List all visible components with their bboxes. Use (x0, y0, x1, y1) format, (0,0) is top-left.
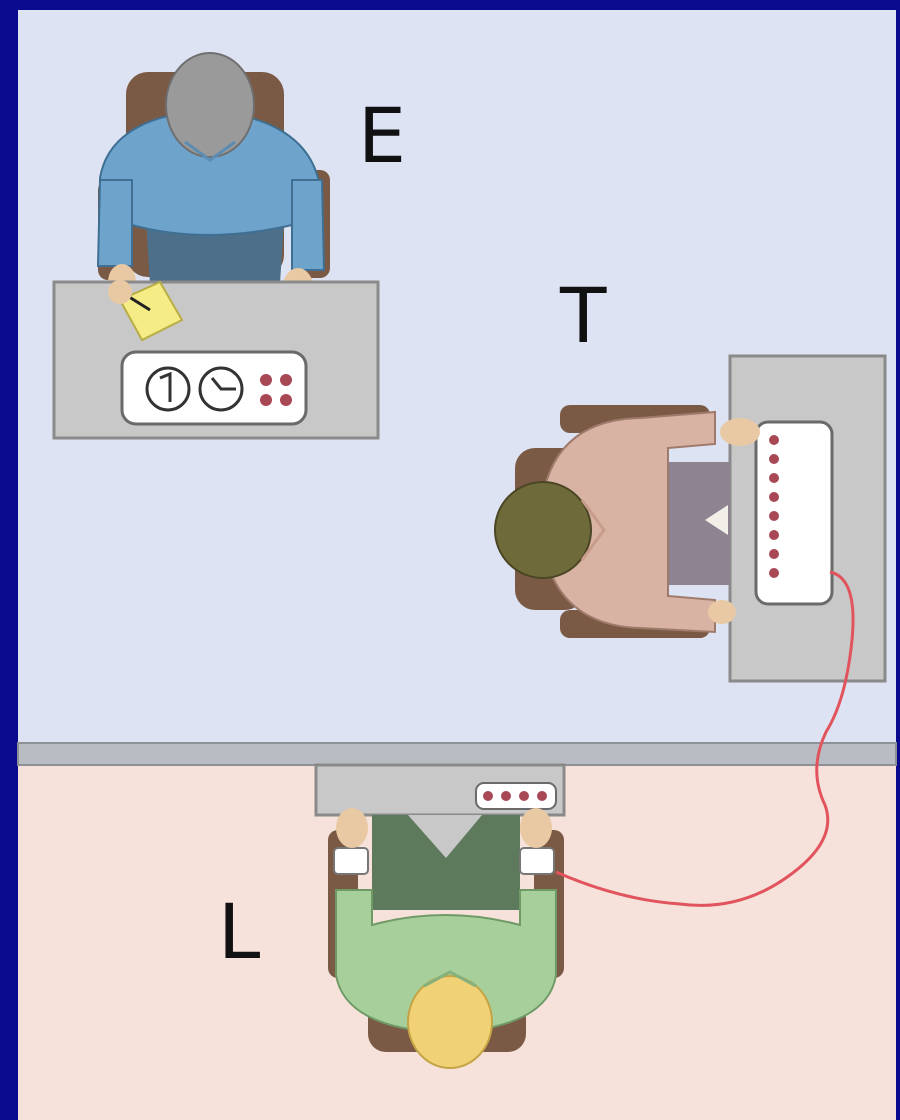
experimenter-desk (54, 280, 378, 438)
experimenter-head (166, 53, 254, 157)
control-panel (122, 352, 306, 424)
experimenter-label: E (358, 91, 406, 180)
dividing-wall (18, 743, 896, 765)
teacher-desk (730, 356, 885, 681)
teacher-label: T (559, 271, 607, 360)
teacher-head (495, 482, 591, 578)
shock-generator-panel (756, 422, 832, 604)
learner-label: L (218, 887, 260, 976)
learner-desk (316, 765, 564, 815)
learner-head (408, 976, 492, 1068)
